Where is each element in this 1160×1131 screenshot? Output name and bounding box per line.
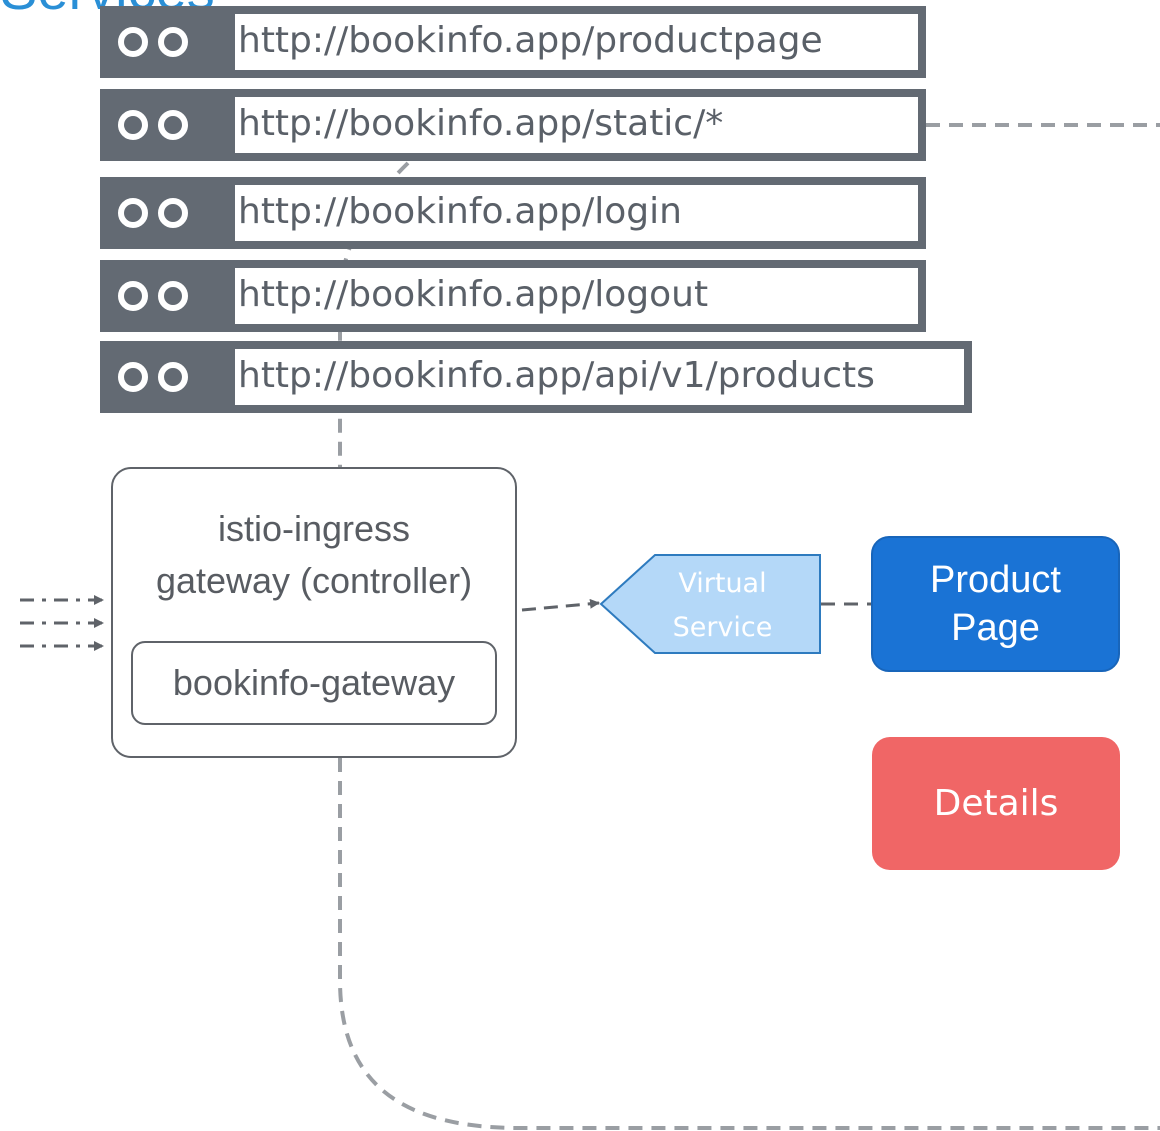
circle-icon <box>118 281 148 311</box>
url-bar-login[interactable]: http://bookinfo.app/login <box>100 177 926 249</box>
virtual-service-shape <box>599 554 821 654</box>
url-bar-productpage[interactable]: http://bookinfo.app/productpage <box>100 6 926 78</box>
ingress-gateway-box[interactable]: istio-ingress gateway (controller) booki… <box>111 467 517 758</box>
url-dots <box>118 97 188 153</box>
url-bar-logout[interactable]: http://bookinfo.app/logout <box>100 260 926 332</box>
url-text: http://bookinfo.app/api/v1/products <box>235 349 964 405</box>
circle-icon <box>158 198 188 228</box>
product-page-line1: Product <box>930 559 1061 601</box>
url-text: http://bookinfo.app/productpage <box>235 14 918 70</box>
url-dots <box>118 14 188 70</box>
details-service[interactable]: Details <box>872 737 1120 870</box>
virtual-service-label: Virtual Service <box>650 562 795 650</box>
gateway-to-vs-arrow <box>521 598 600 612</box>
circle-icon <box>158 27 188 57</box>
details-label: Details <box>933 783 1059 824</box>
gateway-title-line2: gateway (controller) <box>155 560 473 601</box>
url-text: http://bookinfo.app/logout <box>235 268 918 324</box>
circle-icon <box>118 110 148 140</box>
url-dots <box>118 268 188 324</box>
url-dots <box>118 185 188 241</box>
url-bar-api-products[interactable]: http://bookinfo.app/api/v1/products <box>100 341 972 413</box>
product-page-service[interactable]: Product Page <box>871 536 1120 672</box>
virtual-service-line2: Service <box>672 612 773 643</box>
circle-icon <box>158 281 188 311</box>
gateway-title-line1: istio-ingress <box>217 508 411 549</box>
circle-icon <box>158 110 188 140</box>
bookinfo-gateway-box[interactable]: bookinfo-gateway <box>131 641 497 725</box>
url-text: http://bookinfo.app/static/* <box>235 97 918 153</box>
circle-icon <box>118 362 148 392</box>
url-text: http://bookinfo.app/login <box>235 185 918 241</box>
product-page-line2: Page <box>951 607 1040 649</box>
circle-icon <box>158 362 188 392</box>
gateway-bottom-route-line <box>338 758 1160 1130</box>
circle-icon <box>118 198 148 228</box>
virtual-service-line1: Virtual <box>678 568 767 599</box>
gateway-title: istio-ingress gateway (controller) <box>113 503 515 607</box>
circle-icon <box>118 27 148 57</box>
product-page-label: Product Page <box>930 556 1061 652</box>
url-bar-static[interactable]: http://bookinfo.app/static/* <box>100 89 926 161</box>
url-dots <box>118 349 188 405</box>
